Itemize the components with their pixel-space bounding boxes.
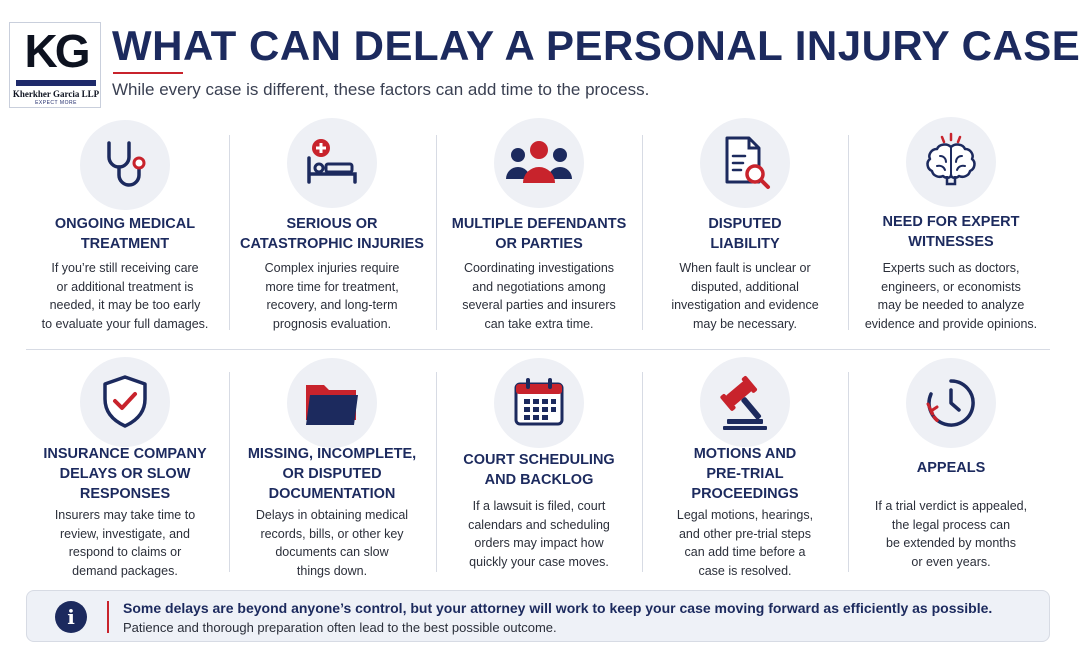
- page-subtitle: While every case is different, these fac…: [112, 80, 650, 99]
- factor-title: APPEALS: [916, 460, 986, 476]
- column-divider: [642, 135, 643, 330]
- factor-description: Legal motions, hearings,and other pre-tr…: [676, 508, 814, 578]
- logo-bar: [16, 80, 96, 86]
- row-divider: [26, 349, 1050, 350]
- info-icon: i: [55, 601, 87, 633]
- banner-divider: [107, 601, 109, 633]
- group-icon: [494, 118, 584, 208]
- shield-check-icon: [80, 357, 170, 447]
- logo-letters: KG: [24, 25, 91, 77]
- page-title: WHAT CAN DELAY A PERSONAL INJURY CASE?: [112, 22, 1080, 69]
- logo-tagline: EXPECT MORE: [35, 100, 77, 106]
- clock-arrow-icon: [906, 358, 996, 448]
- info-banner: i Some delays are beyond anyone’s contro…: [26, 590, 1050, 642]
- stethoscope-icon: [80, 120, 170, 210]
- brain-icon: [906, 117, 996, 207]
- gavel-icon: [700, 357, 790, 447]
- document-search-icon: [700, 118, 790, 208]
- column-divider: [848, 135, 849, 330]
- column-divider: [848, 372, 849, 572]
- column-divider: [642, 372, 643, 572]
- banner-main-text: Some delays are beyond anyone’s control,…: [123, 600, 993, 616]
- title-underline: [113, 72, 183, 74]
- folder-icon: [287, 358, 377, 448]
- column-divider: [229, 135, 230, 330]
- logo-firm-name: Kherkher Garcia LLP: [12, 89, 100, 99]
- column-divider: [436, 372, 437, 572]
- factor-description: Experts such as doctors,engineers, or ec…: [864, 261, 1038, 331]
- factor-description: If a trial verdict is appealed,the legal…: [874, 499, 1028, 569]
- column-divider: [229, 372, 230, 572]
- kherkher-garcia-logo: KG Kherkher Garcia LLP EXPECT MORE: [9, 22, 101, 108]
- hospital-bed-icon: [287, 118, 377, 208]
- calendar-icon: [494, 358, 584, 448]
- banner-sub-text: Patience and thorough preparation often …: [123, 620, 557, 635]
- column-divider: [436, 135, 437, 330]
